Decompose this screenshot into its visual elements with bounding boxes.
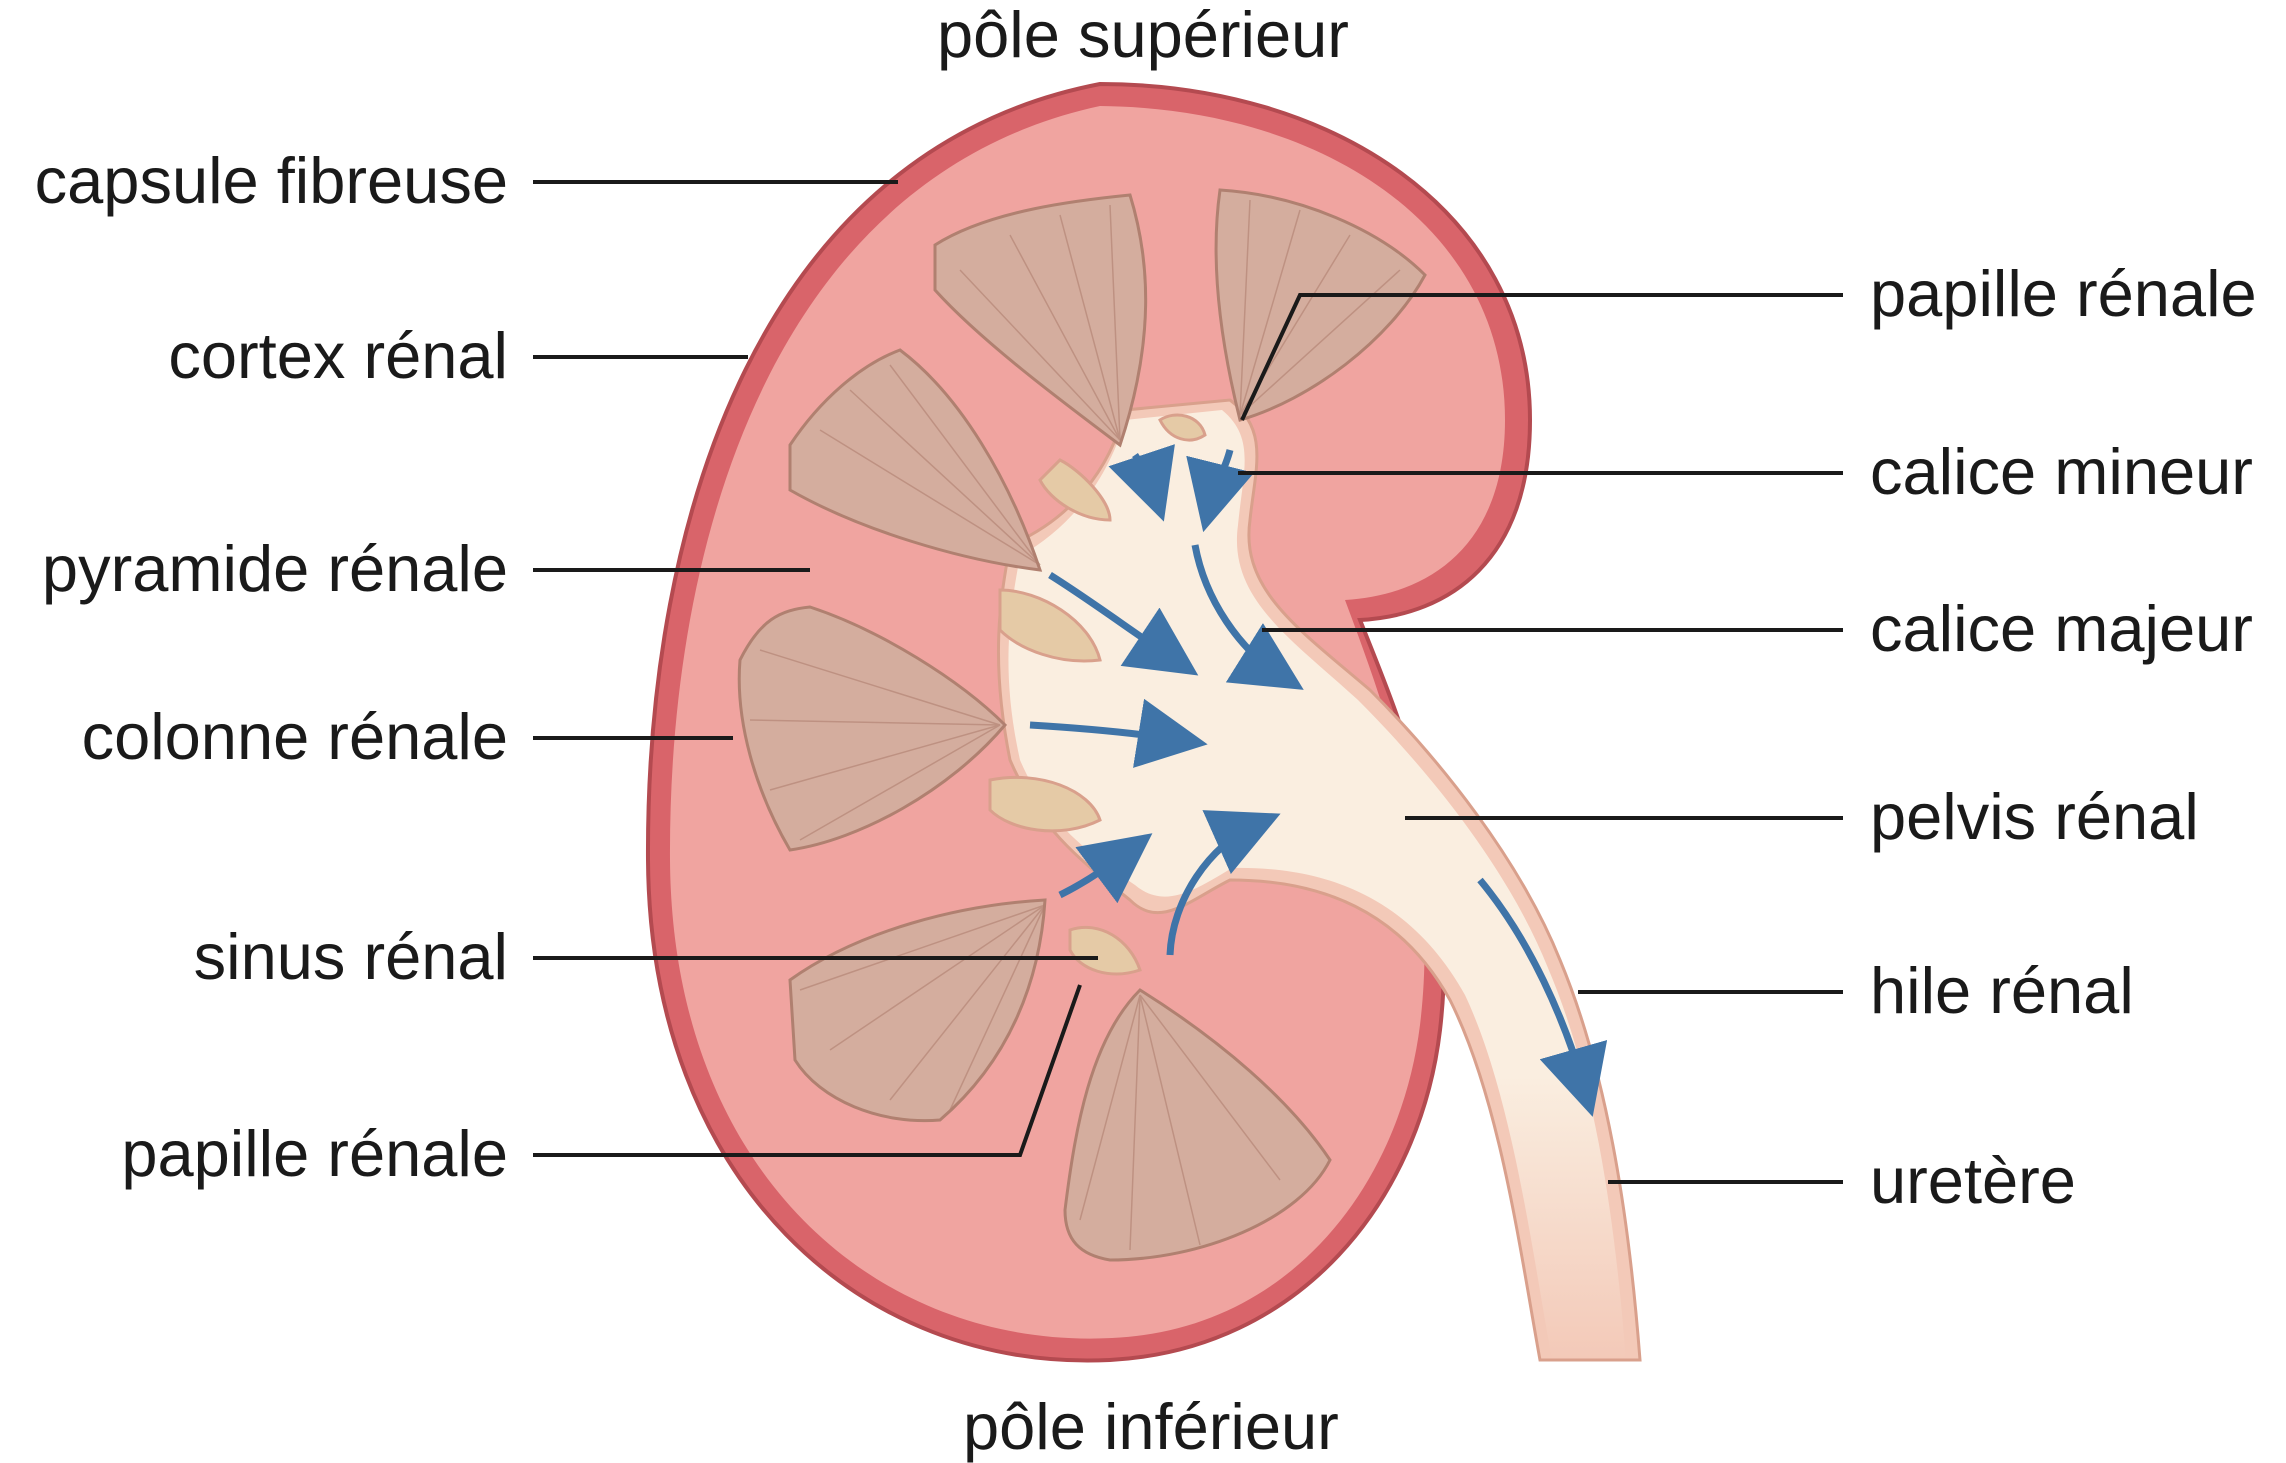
label-fibrous-capsule: capsule fibreuse (34, 144, 508, 217)
flow-arrows (1029, 444, 1608, 1117)
label-minor-calyx: calice mineur (1870, 435, 2253, 508)
leader-papilla-left (533, 984, 1082, 1157)
pyramid-left-upper (788, 348, 1043, 572)
label-renal-hilum: hile rénal (1870, 954, 2134, 1027)
label-renal-papilla-left: papille rénale (121, 1117, 508, 1190)
label-upper-pole: pôle supérieur (937, 0, 1349, 71)
pyramid-left-lower (788, 898, 1047, 1123)
label-major-calyx: calice majeur (1870, 592, 2253, 665)
pyramid-striations (749, 199, 1401, 1251)
pyramid-bottom (1063, 988, 1332, 1262)
pyramid-top-left (933, 193, 1148, 448)
pyramid-left-mid (737, 605, 1008, 852)
label-renal-column: colonne rénale (81, 700, 508, 773)
label-renal-cortex: cortex rénal (168, 319, 508, 392)
label-renal-pelvis: pelvis rénal (1870, 780, 2199, 853)
leader-lines (533, 180, 1843, 1184)
label-lower-pole: pôle inférieur (963, 1390, 1339, 1463)
label-renal-pyramid: pyramide rénale (41, 532, 508, 605)
leader-papilla-right (1240, 293, 1843, 421)
label-renal-papilla-right: papille rénale (1870, 257, 2257, 330)
label-ureter: uretère (1870, 1144, 2076, 1217)
label-renal-sinus: sinus rénal (193, 920, 508, 993)
